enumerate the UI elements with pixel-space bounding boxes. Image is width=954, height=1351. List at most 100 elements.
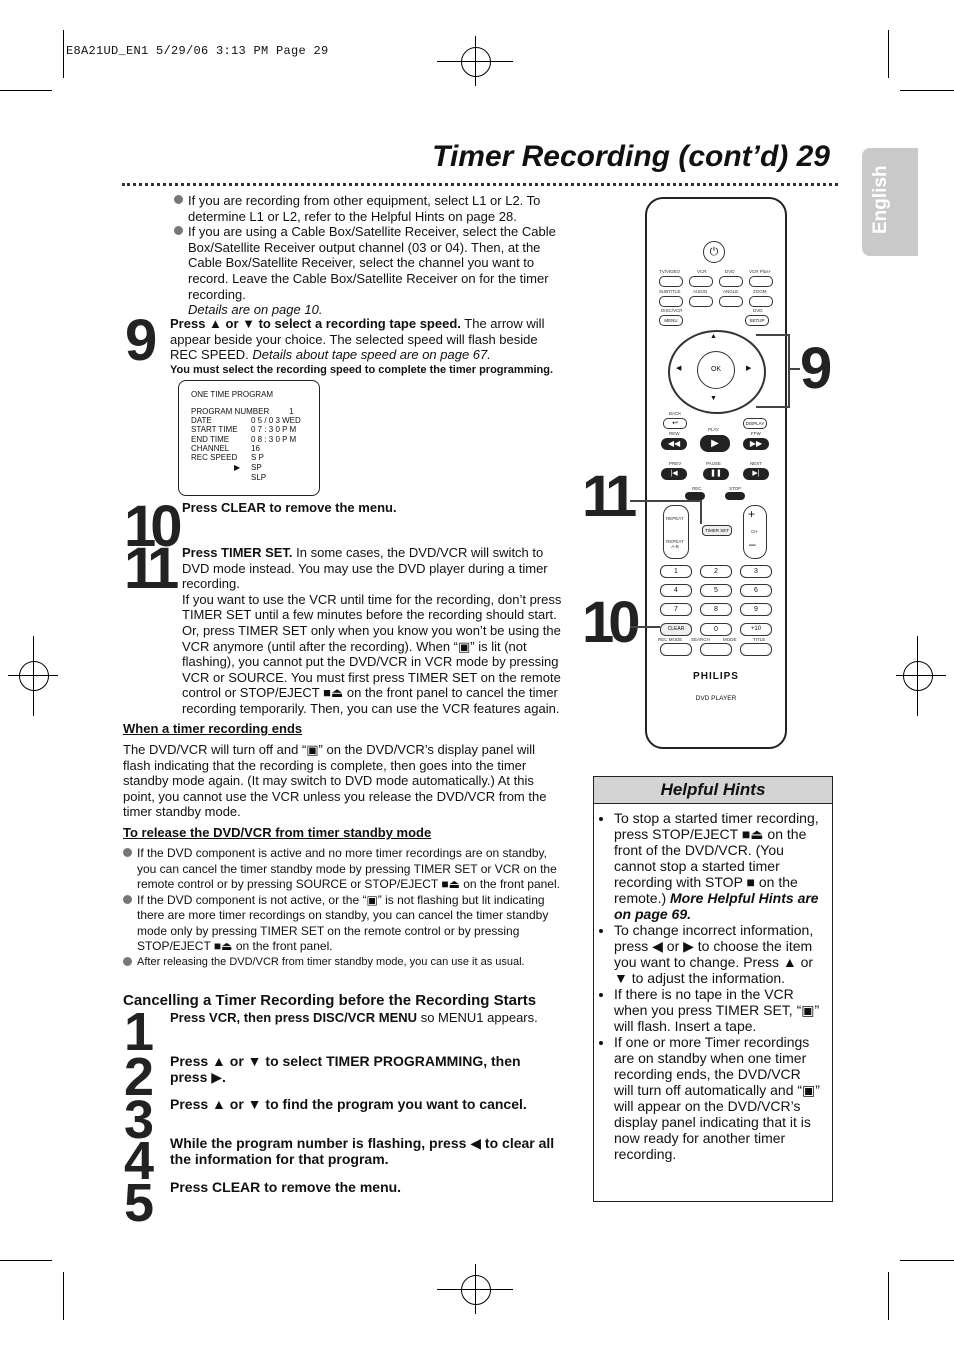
registration-line [475, 36, 476, 86]
callout-number: 9 [800, 336, 833, 401]
stop-button [725, 492, 745, 500]
dotted-divider [122, 183, 838, 186]
tv-video-button [659, 276, 683, 287]
fast-forward-icon: ▶▶ [743, 438, 769, 450]
previous-icon: |◀ [661, 468, 687, 480]
cancel-step-1: Press VCR, then press DISC/VCR MENU so M… [170, 1010, 538, 1025]
zoom-button [749, 296, 773, 307]
number-button: 2 [700, 565, 732, 578]
step-number: 5 [124, 1173, 155, 1233]
ok-button: OK [697, 351, 735, 389]
rec-mode-button [660, 643, 692, 656]
next-icon: ▶| [743, 468, 769, 480]
release-bullet: If the DVD component is active and no mo… [123, 846, 561, 893]
callout-line [788, 368, 800, 370]
search-button [700, 643, 732, 656]
right-arrow-icon: ▶ [746, 365, 752, 372]
number-button: 7 [660, 603, 692, 616]
intro-details: Details are on page 10. [188, 302, 323, 318]
cancel-step-5: Press CLEAR to remove the menu. [170, 1179, 402, 1195]
crop-mark [63, 1272, 64, 1320]
channel-rocker [743, 505, 767, 559]
vcr-button [689, 276, 713, 287]
registration-mark [461, 1275, 491, 1305]
number-button: 9 [740, 603, 772, 616]
crop-mark [0, 90, 52, 91]
helpful-hints-list: To stop a started timer recording, press… [594, 810, 832, 1162]
registration-mark [461, 47, 491, 77]
section-heading: When a timer recording ends [123, 721, 303, 736]
callout-bracket [756, 334, 790, 408]
remote-control: ⏻ TV/VIDEO VCR DVD VCR Plus+ SUBTITLE AU… [645, 197, 787, 749]
power-icon: ⏻ [703, 241, 725, 263]
up-arrow-icon: ▲ [710, 333, 717, 340]
repeat-group [663, 505, 689, 559]
pause-icon: ❚❚ [703, 468, 729, 480]
callout-line [630, 500, 700, 502]
brand-logo: PHILIPS [693, 671, 739, 682]
bullet-icon [174, 226, 183, 236]
section-heading: To release the DVD/VCR from timer standb… [123, 825, 432, 840]
step-number: 3 [124, 1090, 155, 1150]
callout-line [630, 626, 660, 628]
callout-line [700, 500, 702, 524]
hint-item: To change incorrect information, press ◀… [614, 922, 822, 986]
crop-mark [900, 90, 954, 91]
step-number: 10 [124, 494, 182, 559]
back-button: ↩ [663, 418, 687, 429]
crop-mark [63, 30, 64, 78]
crop-mark [888, 30, 889, 78]
registration-line [475, 1264, 476, 1314]
intro-bullet: If you are recording from other equipmen… [174, 193, 564, 224]
helpful-hints-title: Helpful Hints [594, 777, 832, 804]
language-tab: English [862, 148, 918, 256]
cancel-step-2: Press ▲ or ▼ to select TIMER PROGRAMMING… [170, 1053, 521, 1085]
number-button: 4 [660, 584, 692, 597]
number-button: 1 [660, 565, 692, 578]
intro-bullets: If you are recording from other equipmen… [174, 193, 564, 318]
dvd-button [719, 276, 743, 287]
release-bullets: If the DVD component is active and no mo… [123, 846, 561, 970]
mode-button [740, 643, 772, 656]
callout-number: 11 [582, 464, 637, 529]
registration-line [917, 636, 918, 716]
helpful-hints-box: Helpful Hints To stop a started timer re… [593, 776, 833, 1202]
timer-set-button: TIMER SET [702, 525, 732, 536]
number-button: 6 [740, 584, 772, 597]
bullet-icon [123, 956, 132, 966]
setup-button: SETUP [745, 315, 769, 326]
audio-button [689, 296, 713, 307]
step-number: 4 [124, 1131, 155, 1191]
page-title: Timer Recording (cont’d) 29 [432, 140, 830, 173]
number-button: 0 [700, 623, 732, 636]
registration-mark [19, 661, 49, 691]
clear-button: CLEAR [660, 623, 692, 636]
number-button: 5 [700, 584, 732, 597]
crop-mark [900, 1260, 954, 1261]
bullet-icon [174, 195, 183, 204]
hint-item: If one or more Timer recordings are on s… [614, 1034, 822, 1162]
cancel-step-3: Press ▲ or ▼ to find the program you wan… [170, 1096, 527, 1112]
step-10-text: Press CLEAR to remove the menu. [182, 500, 397, 515]
step-number: 2 [124, 1047, 155, 1107]
minus-icon: – [749, 537, 756, 551]
model-label: DVD PLAYER [695, 695, 737, 702]
number-button: 3 [740, 565, 772, 578]
navigation-pad [668, 330, 766, 414]
section-heading: Cancelling a Timer Recording before the … [123, 992, 537, 1009]
subtitle-button [659, 296, 683, 307]
step-11-text: Press TIMER SET. In some cases, the DVD/… [182, 545, 562, 716]
language-tab-label: English [870, 165, 891, 234]
step-number: 11 [124, 536, 179, 601]
crop-mark [0, 1260, 52, 1261]
record-button [685, 492, 705, 500]
osd-arrow-icon: ▶ [234, 463, 241, 472]
angle-button [719, 296, 743, 307]
hint-item: To stop a started timer recording, press… [614, 810, 822, 922]
print-slug: E8A21UD_EN1 5/29/06 3:13 PM Page 29 [66, 44, 329, 58]
callout-number: 10 [582, 590, 640, 655]
step-9-note: You must select the recording speed to c… [170, 363, 554, 376]
hint-item: If there is no tape in the VCR when you … [614, 986, 822, 1034]
bullet-icon [123, 848, 132, 857]
